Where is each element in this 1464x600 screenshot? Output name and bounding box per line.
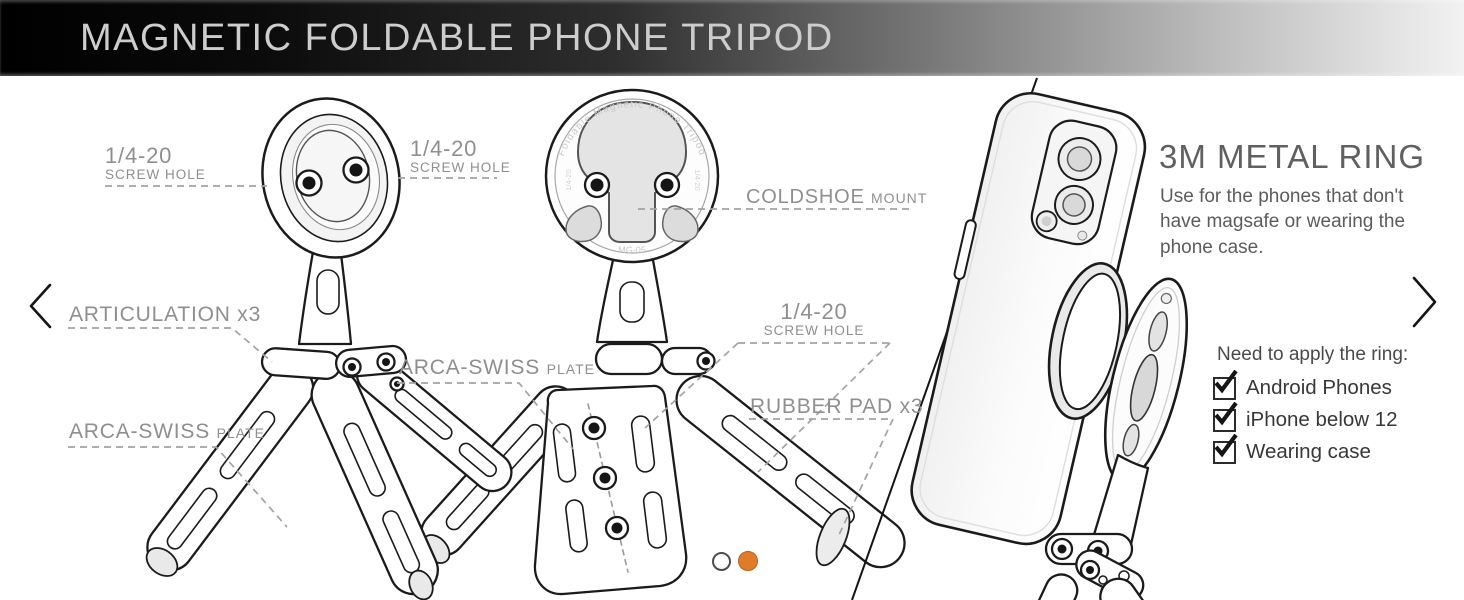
chevron-left-icon [29,283,52,329]
callout-coldshoe: COLDSHOE MOUNT [746,186,927,209]
checklist-item: Wearing case [1213,433,1398,468]
chevron-right-icon [1412,276,1437,328]
callout-title: ARCA-SWISS [399,356,541,379]
callout-subtitle: PLATE [546,361,595,377]
callout-title: ARCA-SWISS [69,420,211,443]
callout-title: 1/4-20 [105,143,173,168]
checked-checkbox-icon [1213,369,1238,400]
callout-rubber-pad: RUBBER PAD x3 [750,396,923,418]
callout-screw-hole-mid: 1/4-20 SCREW HOLE [738,300,890,338]
carousel-dot-2-active[interactable] [738,551,758,571]
leader-lines [68,177,913,538]
checklist-item-label: Wearing case [1246,440,1371,463]
section-description: Use for the phones that don't have magsa… [1160,186,1406,258]
checklist-item-label: Android Phones [1246,376,1392,399]
left-tripod-drawing [145,97,513,600]
callout-title: 1/4-20 [780,299,848,324]
callout-arca-swiss-left: ARCA-SWISS PLATE [69,421,265,444]
check-icon [1214,401,1238,425]
carousel-next-button[interactable] [1408,274,1440,335]
callout-subtitle: MOUNT [871,190,928,206]
check-icon [1214,369,1238,393]
checked-checkbox-icon [1213,401,1238,432]
callout-arca-swiss-right: ARCA-SWISS PLATE [399,357,595,380]
callout-screw-hole-top-right: 1/4-20 SCREW HOLE [410,137,511,175]
callout-articulation: ARTICULATION x3 [69,304,261,326]
page-title: MAGNETIC FOLDABLE PHONE TRIPOD [80,17,834,59]
phone-ring-drawing [910,92,1189,600]
thread-engraving-right: 1/4-20 [693,169,702,190]
checklist-item-label: iPhone below 12 [1246,408,1398,431]
checked-checkbox-icon [1213,433,1238,464]
section-heading: 3M METAL RING [1159,138,1426,175]
carousel-prev-button[interactable] [26,281,56,336]
carousel-dot-1[interactable] [712,552,731,571]
callout-subtitle: SCREW HOLE [763,323,865,338]
callout-title: ARTICULATION x3 [69,303,262,326]
thread-engraving-left: 1/4-20 [564,169,573,190]
callout-title: COLDSHOE [746,186,865,208]
checklist-item: Android Phones [1213,369,1398,404]
callout-subtitle: SCREW HOLE [105,167,206,182]
model-engraving: MG-05 [618,245,646,255]
center-tripod-drawing: Foldable Magnetic Phone Tripod MG-05 1/4… [420,88,906,596]
callout-subtitle: PLATE [216,425,265,441]
title-banner: MAGNETIC FOLDABLE PHONE TRIPOD [0,0,1464,76]
check-icon [1214,433,1238,457]
checklist-item: iPhone below 12 [1213,401,1398,436]
callout-title: 1/4-20 [410,136,478,161]
checklist: Android Phones iPhone below 12 Wearing c… [1213,369,1398,468]
callout-subtitle: SCREW HOLE [410,160,511,175]
checklist-intro: Need to apply the ring: [1217,344,1409,365]
callout-screw-hole-top-left: 1/4-20 SCREW HOLE [105,144,206,182]
callout-title: RUBBER PAD x3 [750,395,924,418]
